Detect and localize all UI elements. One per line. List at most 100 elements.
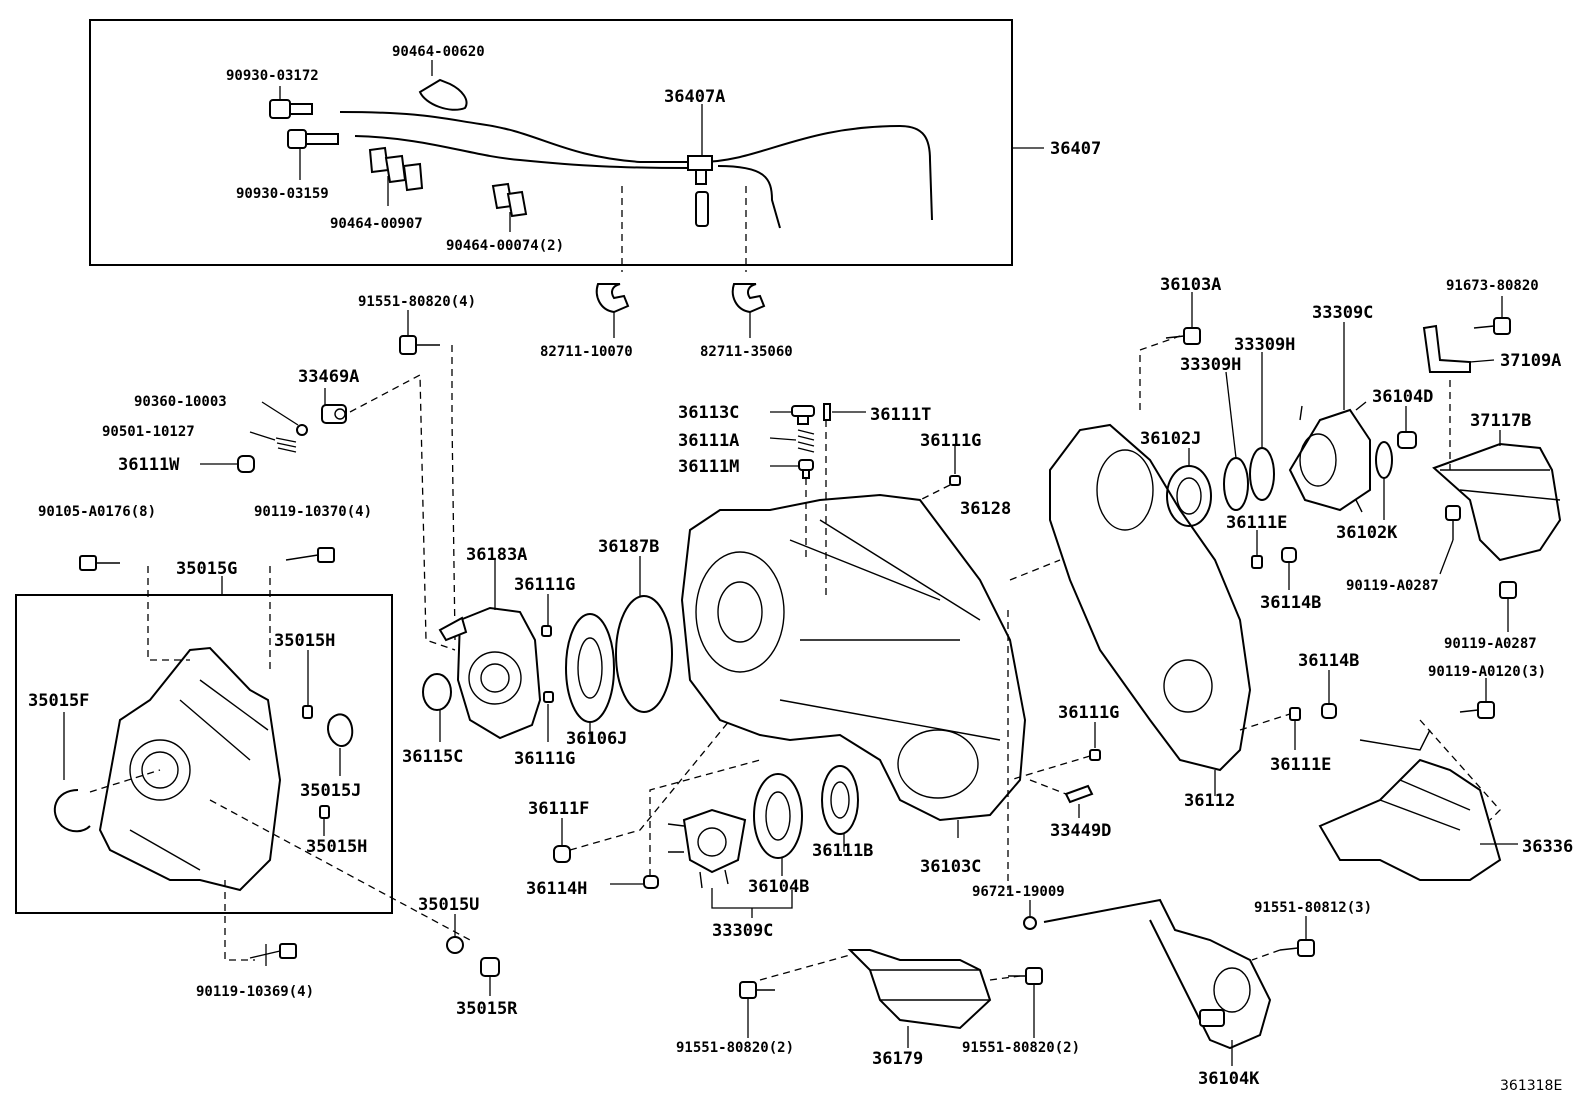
label-37117B: 37117B [1470, 411, 1531, 431]
hose-clamp-82711-35060 [731, 283, 766, 314]
label-90930-03172: 90930-03172 [226, 68, 319, 84]
bolt-36114B-b [1321, 703, 1337, 719]
label-36106J: 36106J [566, 729, 627, 749]
label-90119-A0287-b: 90119-A0287 [1444, 636, 1537, 652]
spacer-33309H-a [1223, 457, 1249, 511]
o-ring-36102K [1375, 441, 1393, 479]
bolt-36114B-a [1281, 547, 1297, 563]
label-36111W: 36111W [118, 455, 180, 475]
label-36103C: 36103C [920, 857, 981, 877]
dowel-pin-35015H-upper [302, 705, 313, 719]
label-90360-10003: 90360-10003 [134, 394, 227, 410]
label-36113C: 36113C [678, 403, 739, 423]
bolt-36103A [1165, 327, 1201, 345]
pin-36111E-a [1251, 555, 1263, 569]
sleeve-33469A [321, 404, 347, 424]
label-36111G-c: 36111G [920, 431, 981, 451]
oil-seal-90360-10003 [296, 424, 308, 436]
label-90119-10370: 90119-10370(4) [254, 504, 372, 520]
label-37109A: 37109A [1500, 351, 1561, 371]
label-90464-00074: 90464-00074(2) [446, 238, 564, 254]
label-36115C: 36115C [402, 747, 463, 767]
label-36102K: 36102K [1336, 523, 1398, 543]
label-36104D: 36104D [1372, 387, 1433, 407]
label-36407: 36407 [1050, 139, 1101, 159]
shift-lever-36104K [1043, 898, 1272, 1050]
oil-seal-36115C [422, 673, 452, 711]
label-36336: 36336 [1522, 837, 1573, 857]
label-91551-80820-2b: 91551-80820(2) [962, 1040, 1080, 1056]
label-90464-00907: 90464-00907 [330, 216, 423, 232]
label-36103A: 36103A [1160, 275, 1221, 295]
label-36111F: 36111F [528, 799, 589, 819]
pin-36111E-b [1289, 707, 1301, 721]
diagram-reference-number: 361318E [1500, 1078, 1562, 1094]
label-96721-19009: 96721-19009 [972, 884, 1065, 900]
plug-36113C [791, 405, 815, 425]
extension-housing-frame [15, 594, 393, 914]
bolt-91551-80820-upper [399, 335, 440, 355]
breather-hose-assembly-frame [89, 19, 1013, 266]
bearing-36111B [821, 765, 859, 835]
companion-flange-33309C-lower [667, 808, 747, 889]
oil-seal-36102J [1166, 465, 1212, 527]
protector-37117B [1432, 442, 1562, 562]
pin-36111G-d [1089, 749, 1101, 761]
bolt-90119-A0287-b [1499, 581, 1517, 599]
plug-35015R [480, 957, 500, 977]
bracket-36336 [1318, 758, 1502, 881]
gear-36106J [565, 613, 615, 723]
oil-seal-35015J [327, 713, 354, 747]
label-36407A: 36407A [664, 87, 725, 107]
label-82711-10070: 82711-10070 [540, 344, 633, 360]
oil-seal-36104B [753, 773, 803, 859]
label-33309H-a: 33309H [1180, 355, 1241, 375]
label-33309H-b: 33309H [1234, 335, 1295, 355]
oil-seal-96721-19009 [1023, 916, 1037, 930]
bolt-90105-A0176 [79, 555, 120, 571]
label-36114B-a: 36114B [1260, 593, 1321, 613]
label-90464-00620: 90464-00620 [392, 44, 485, 60]
label-36128: 36128 [960, 499, 1011, 519]
bolt-91551-80820-right [1008, 967, 1043, 985]
dowel-pin-35015H-lower [319, 805, 330, 819]
bolt-90119-A0120 [1459, 701, 1495, 719]
extension-housing-35015G [98, 646, 282, 892]
pin-36111T [823, 403, 831, 421]
label-36111G-b: 36111G [514, 749, 575, 769]
plug-36114H [643, 875, 659, 889]
label-36111B: 36111B [812, 841, 873, 861]
breather-tee-stub [695, 169, 707, 185]
snap-ring-35015F [53, 789, 91, 833]
hose-clamp-top [418, 78, 468, 111]
label-36114B-b: 36114B [1298, 651, 1359, 671]
bolt-90119-10370 [285, 547, 335, 563]
label-35015F: 35015F [28, 691, 89, 711]
label-36111A: 36111A [678, 431, 739, 451]
gasket-35015U [446, 936, 464, 954]
label-91673-80820: 91673-80820 [1446, 278, 1539, 294]
label-33309C-b: 33309C [1312, 303, 1373, 323]
label-36111E-b: 36111E [1270, 755, 1331, 775]
seal-33449D [1064, 784, 1094, 804]
bolt-36111F [553, 845, 571, 863]
breather-hose-lower [354, 135, 691, 169]
rear-case-36112 [1049, 423, 1252, 772]
pin-36111G-b [543, 691, 554, 703]
skid-plate-36179 [847, 949, 992, 1030]
label-36114H: 36114H [526, 879, 587, 899]
bolt-91673-80820 [1473, 317, 1511, 335]
label-36104B: 36104B [748, 877, 809, 897]
bolt-36104D [1397, 431, 1417, 449]
label-90930-03159: 90930-03159 [236, 186, 329, 202]
spring-90501-10127 [275, 437, 297, 453]
pin-36111G-c [949, 475, 961, 486]
label-36179: 36179 [872, 1049, 923, 1069]
label-91551-80812: 91551-80812(3) [1254, 900, 1372, 916]
breather-hose-branch [717, 165, 781, 229]
bolt-91551-80812 [1279, 939, 1315, 957]
bolt-90119-A0287-a [1445, 505, 1461, 540]
companion-flange-33309C-upper [1288, 401, 1371, 513]
pin-36111G-a [541, 625, 552, 637]
label-36111G-d: 36111G [1058, 703, 1119, 723]
